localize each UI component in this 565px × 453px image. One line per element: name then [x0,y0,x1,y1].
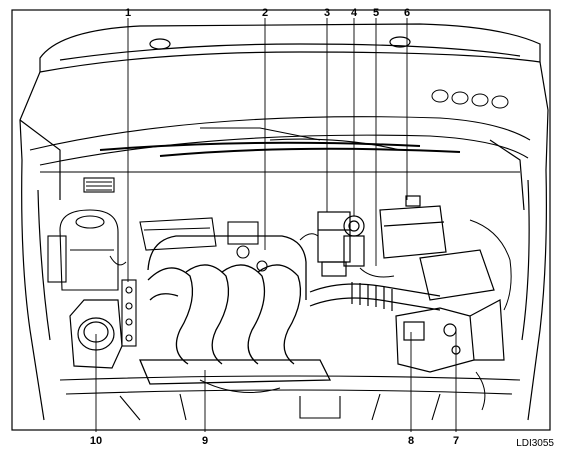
engine-cover [139,217,268,272]
callout-5: 5 [373,7,379,19]
callout-9: 9 [202,435,208,447]
air-intake-duct [309,282,441,311]
battery [379,195,495,301]
leader-lines [95,18,457,432]
callout-1: 1 [125,7,131,19]
brake-fluid-reservoir [317,211,351,277]
callout-6: 6 [404,7,410,19]
engine-oil-dipstick [121,279,137,347]
figure-id: LDI3055 [516,438,554,449]
intake-manifold [139,235,332,385]
fluid-reservoir-cap [343,215,365,267]
callout-10: 10 [90,435,102,447]
cowl-and-wipers [29,116,531,193]
hoses [109,219,512,411]
radiator-support [59,375,521,421]
diagram-border [11,9,551,431]
callout-3: 3 [324,7,330,19]
coolant-reservoir [47,209,119,291]
fuse-relay-assembly [395,299,505,373]
callout-4: 4 [351,7,358,19]
hood-vents [431,89,509,109]
left-fender [19,119,61,421]
callout-labels: 1 2 3 4 5 6 7 8 9 10 [90,7,459,447]
callout-7: 7 [453,435,459,447]
callout-8: 8 [408,435,414,447]
hood [19,23,549,171]
callout-2: 2 [262,7,268,19]
right-fender [489,139,547,421]
